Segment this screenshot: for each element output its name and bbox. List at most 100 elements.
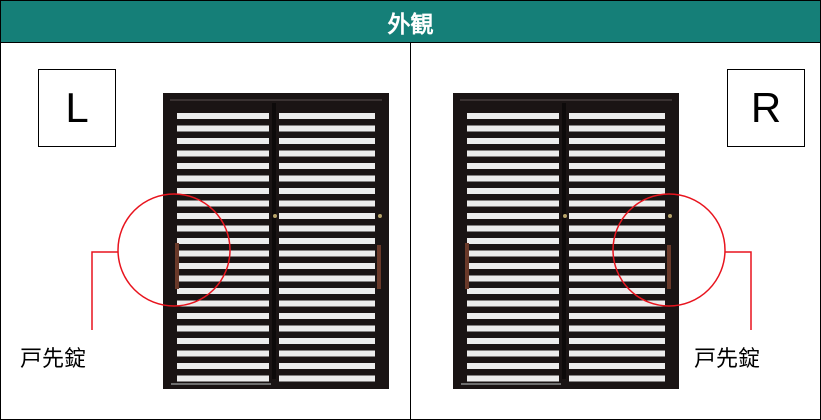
louver-slat (467, 200, 559, 207)
louver-slat (177, 350, 269, 357)
louver-slat (279, 113, 375, 119)
louver-slat (177, 113, 269, 119)
louver-slat (279, 188, 375, 194)
louver-slat (569, 125, 665, 132)
louver-slat (279, 238, 375, 244)
louver-slat (569, 338, 665, 344)
louver-slat (569, 263, 665, 269)
louver-slat (177, 200, 269, 207)
pull-handle (175, 243, 179, 289)
louver-slat (569, 300, 665, 307)
louver-slat (177, 188, 269, 194)
louver-slat (279, 363, 375, 369)
knob (273, 214, 277, 218)
louver-slat (279, 313, 375, 319)
knob (668, 214, 672, 218)
lock-callout-left (91, 193, 231, 330)
panel-right: R 戸先錠 (411, 43, 820, 419)
pull-handle (667, 245, 671, 289)
pull-handle (465, 243, 469, 289)
bottom-rail (461, 383, 561, 385)
louver-slat (279, 125, 375, 132)
louver-slat (467, 375, 559, 382)
louver-slat (467, 163, 559, 169)
callout-leader-left (91, 251, 118, 330)
louver-slat (467, 138, 559, 144)
louver-slat (177, 175, 269, 182)
louver-slat (569, 113, 665, 119)
panel-left: L 戸先錠 (1, 43, 410, 419)
louver-slat (177, 313, 269, 319)
door-illustration-right (453, 93, 752, 389)
louver-slat (467, 213, 559, 219)
door-top-rail (460, 99, 672, 101)
louver-slat (279, 138, 375, 144)
louver-slat (569, 188, 665, 194)
lock-label-right: 戸先錠 (694, 347, 761, 372)
louver-slat (177, 138, 269, 144)
louver-slat (177, 363, 269, 369)
louver-slat (569, 200, 665, 207)
louver-slat (177, 213, 269, 219)
louver-slat (569, 163, 665, 169)
louver-slat (279, 300, 375, 307)
louver-slat (467, 350, 559, 357)
louver-slat (569, 150, 665, 157)
callout-leader-right (725, 251, 752, 330)
louver-slat (279, 350, 375, 357)
direction-label-right: R (727, 69, 805, 147)
callout-circle-right (612, 193, 726, 307)
louver-slat (467, 363, 559, 369)
louver-slat (467, 263, 559, 269)
louver-slat (177, 263, 269, 269)
lock-callout-right (612, 193, 752, 330)
sliding-door-right (453, 93, 679, 389)
louver-slat (279, 163, 375, 169)
louver-slat (177, 375, 269, 382)
knob (563, 214, 567, 218)
louver-slat (467, 275, 559, 282)
callout-circle-left (117, 193, 231, 307)
louver-slat (569, 375, 665, 382)
pull-handle (377, 245, 381, 289)
louver-slat (569, 275, 665, 282)
section-title: 外観 (1, 1, 820, 43)
meeting-stile (272, 103, 276, 379)
louver-slat (467, 150, 559, 157)
louver-slat (569, 175, 665, 182)
louver-slat (177, 225, 269, 232)
louver-slat (569, 288, 665, 294)
knob (378, 214, 382, 218)
louver-slat (569, 325, 665, 332)
louver-slat (467, 338, 559, 344)
louver-slat (279, 263, 375, 269)
louver-slat (569, 250, 665, 257)
louver-slat (467, 175, 559, 182)
louver-slat (279, 213, 375, 219)
louver-slat (177, 338, 269, 344)
louver-slat (467, 300, 559, 307)
louver-slat (467, 313, 559, 319)
louver-slat (467, 288, 559, 294)
louver-slat (177, 250, 269, 257)
louver-slat (279, 225, 375, 232)
louver-slat (467, 325, 559, 332)
louver-slat (279, 250, 375, 257)
louver-slat (177, 288, 269, 294)
louver-slat (177, 150, 269, 157)
bottom-rail (171, 383, 271, 385)
sliding-door-left (163, 93, 389, 389)
louver-slat (177, 325, 269, 332)
direction-label-left: L (38, 69, 116, 147)
louver-slat (177, 125, 269, 132)
panel-divider (410, 43, 411, 419)
lock-label-left: 戸先錠 (20, 347, 87, 372)
door-top-rail (170, 99, 382, 101)
louver-slat (177, 163, 269, 169)
louver-slat (467, 238, 559, 244)
louver-slat (279, 175, 375, 182)
louver-slat (569, 363, 665, 369)
louver-slat (279, 200, 375, 207)
louver-slat (279, 375, 375, 382)
louver-slat (569, 138, 665, 144)
